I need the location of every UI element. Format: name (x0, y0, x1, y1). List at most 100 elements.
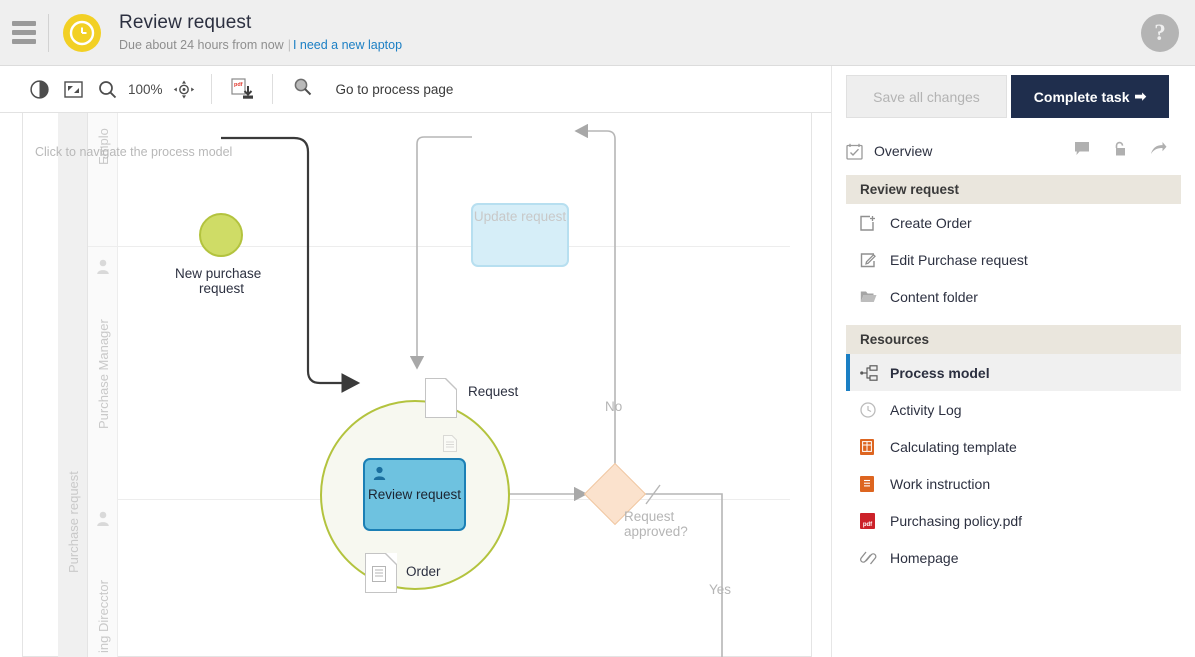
overview-tools (1074, 141, 1181, 162)
doc-fold-corner (446, 378, 457, 389)
lane-header-purchase-manager (88, 247, 118, 499)
process-model-icon (860, 364, 890, 381)
link-icon (860, 550, 890, 566)
subtitle-separator: | (287, 37, 291, 52)
panel-item-create-order[interactable]: Create Order (846, 204, 1181, 241)
doc-fold-corner (386, 553, 397, 564)
unlock-icon[interactable] (1112, 141, 1128, 162)
case-link[interactable]: I need a new laptop (292, 37, 403, 52)
spreadsheet-icon (860, 438, 890, 455)
save-all-changes-button[interactable]: Save all changes (846, 75, 1007, 118)
toolbar-divider (271, 74, 273, 104)
viewer-toolbar: 100% pdf (0, 66, 831, 113)
panel-item-label: Edit Purchase request (890, 251, 1028, 268)
zoom-level[interactable]: 100% (128, 81, 163, 97)
person-icon (97, 511, 109, 526)
bpmn-data-object-request[interactable] (425, 378, 457, 418)
panel-item-activity-log[interactable]: Activity Log (846, 391, 1181, 428)
person-icon (97, 259, 109, 274)
document-glyph (860, 475, 874, 492)
due-text: Due about 24 hours from now (119, 37, 284, 52)
gateway-label-line1: Request (624, 509, 675, 524)
process-diagram-canvas[interactable]: Click to navigate the process model Purc… (0, 113, 831, 657)
pool-title-band (58, 113, 88, 657)
canvas-hint: Click to navigate the process model (35, 145, 233, 159)
section-header-resources: Resources (846, 325, 1181, 354)
small-document-icon (443, 435, 457, 452)
go-to-process-page-label: Go to process page (335, 81, 454, 97)
panel-item-content-folder[interactable]: Content folder (846, 278, 1181, 315)
folder-icon (860, 289, 890, 304)
header-subtitle: Due about 24 hours from now|I need a new… (119, 37, 403, 53)
bpmn-data-object-order[interactable] (365, 553, 397, 593)
panel-item-calculating-template[interactable]: Calculating template (846, 428, 1181, 465)
section-header-review-request: Review request (846, 175, 1181, 204)
toolbar-divider (210, 74, 212, 104)
pool-label: Purchase request (66, 471, 81, 573)
complete-task-button[interactable]: Complete task ➡ (1011, 75, 1169, 118)
request-doc-label: Request (468, 384, 519, 399)
panel-item-homepage[interactable]: Homepage (846, 539, 1181, 576)
arrow-right-icon: ➡ (1134, 88, 1147, 104)
lane-header-employee (88, 113, 118, 246)
panel-item-label: Content folder (890, 288, 978, 305)
process-viewer: 100% pdf (0, 66, 831, 657)
lane-purchasing-director (88, 499, 790, 657)
lane-label-purchasing-director: ing Direcctor (96, 580, 111, 653)
pan-move-icon[interactable] (167, 66, 201, 113)
pdf-file-icon: pdf (860, 512, 890, 529)
comment-icon[interactable] (1074, 141, 1090, 161)
doc-lines-icon (372, 566, 386, 582)
start-event-label-line2: request (199, 281, 245, 296)
overview-row[interactable]: Overview (846, 130, 1181, 172)
panel-item-label: Homepage (890, 549, 959, 566)
panel-item-label: Purchasing policy.pdf (890, 512, 1023, 529)
gateway-label-line2: approved? (624, 524, 688, 539)
help-icon[interactable]: ? (1141, 14, 1179, 52)
open-external-icon (860, 215, 890, 231)
magnifier-icon[interactable] (90, 66, 124, 113)
user-task-icon (373, 466, 386, 480)
panel-item-label: Work instruction (890, 475, 991, 492)
clock-history-icon (860, 401, 890, 418)
document-icon (860, 475, 890, 492)
bpmn-task-review-request[interactable]: Review request (363, 458, 466, 531)
magnifier-arrow-icon (293, 77, 327, 101)
panel-item-label: Process model (890, 364, 990, 381)
order-doc-label: Order (406, 564, 441, 579)
task-side-panel: Save all changes Complete task ➡ Overvie… (831, 66, 1195, 657)
share-arrow-icon[interactable] (1150, 141, 1167, 161)
bpmn-start-event[interactable] (199, 213, 243, 257)
panel-item-label: Activity Log (890, 401, 962, 418)
lane-employee (88, 113, 790, 247)
lane-header-purchasing-director (88, 499, 118, 657)
panel-item-edit-purchase-request[interactable]: Edit Purchase request (846, 241, 1181, 278)
start-event-label-line1: New purchase (175, 266, 262, 281)
hamburger-bar (12, 30, 36, 35)
app-header: Review request Due about 24 hours from n… (0, 0, 1195, 66)
hamburger-menu-icon[interactable] (0, 0, 48, 66)
bpmn-task-update-request[interactable]: Update request (471, 203, 569, 267)
spreadsheet-glyph (860, 438, 874, 455)
edit-icon (860, 252, 890, 268)
fit-to-screen-icon[interactable] (56, 66, 90, 113)
review-request-label: Review request (367, 487, 462, 502)
panel-item-purchasing-policy-pdf[interactable]: pdf Purchasing policy.pdf (846, 502, 1181, 539)
overview-label: Overview (874, 143, 933, 159)
panel-item-label: Calculating template (890, 438, 1017, 455)
header-divider (48, 13, 49, 52)
page-title: Review request (119, 11, 252, 33)
panel-item-process-model[interactable]: Process model (846, 354, 1181, 391)
flow-label-yes: Yes (709, 582, 732, 597)
checklist-icon (846, 143, 874, 160)
complete-task-label: Complete task (1033, 88, 1130, 105)
header-text-block: Review request Due about 24 hours from n… (119, 11, 403, 53)
diagram-inner: Click to navigate the process model Purc… (0, 113, 831, 657)
lane-label-purchase-manager: Purchase Manager (96, 319, 111, 429)
hamburger-bar (12, 39, 36, 44)
go-to-process-page-button[interactable]: Go to process page (293, 66, 454, 113)
pdf-glyph: pdf (860, 512, 875, 529)
contrast-icon[interactable] (22, 66, 56, 113)
panel-item-work-instruction[interactable]: Work instruction (846, 465, 1181, 502)
pdf-download-icon[interactable]: pdf (226, 66, 260, 113)
